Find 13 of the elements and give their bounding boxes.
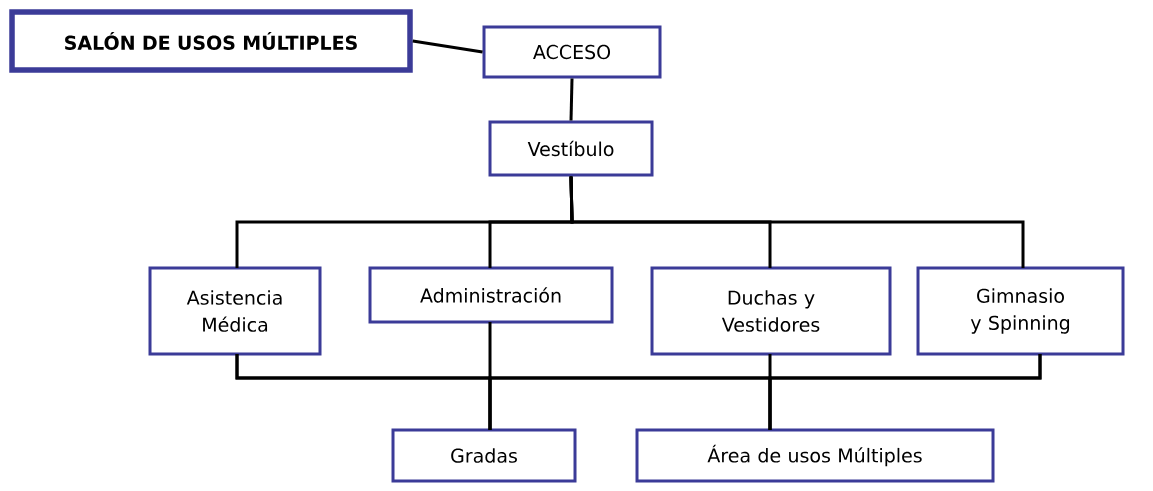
- room-box: Gimnasio y Spinning: [916, 266, 1125, 356]
- room-box: Duchas y Vestidores: [650, 266, 892, 356]
- connector-line: [569, 176, 1025, 268]
- connector-line: [412, 39, 483, 54]
- room-box: Vestíbulo: [488, 120, 654, 177]
- connector-line: [768, 354, 1042, 430]
- room-box: Gradas: [391, 428, 577, 483]
- room-box: Área de usos Múltiples: [635, 428, 995, 483]
- room-box: ACCESO: [482, 25, 662, 79]
- room-box: Administración: [368, 266, 614, 324]
- room-box: Asistencia Médica: [148, 266, 322, 356]
- title-box: SALÓN DE USOS MÚLTIPLES: [9, 9, 413, 73]
- connector-line: [569, 78, 574, 121]
